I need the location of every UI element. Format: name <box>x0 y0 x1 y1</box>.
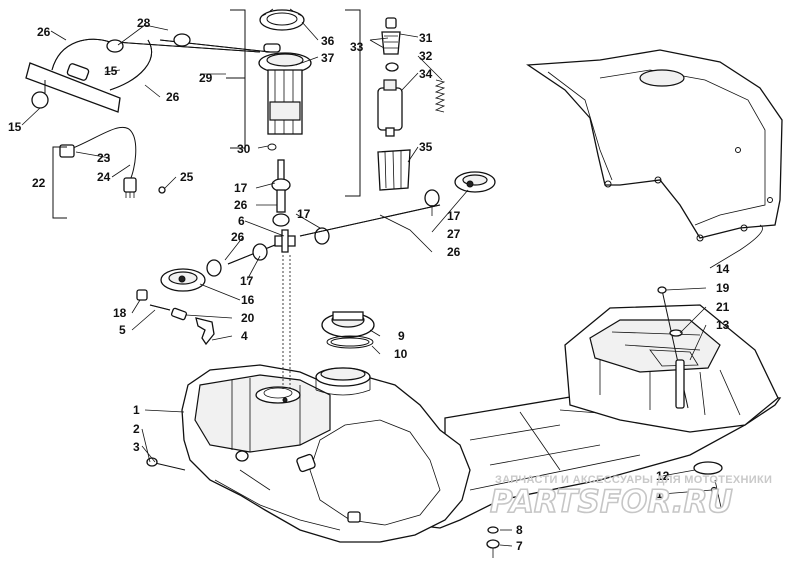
label-3: 3 <box>133 440 140 454</box>
label-20: 20 <box>241 311 255 325</box>
fuel-tank <box>181 304 782 543</box>
label-19: 19 <box>716 281 730 295</box>
label-24: 24 <box>97 170 111 184</box>
label-9: 9 <box>398 329 405 343</box>
label-15: 15 <box>104 64 118 78</box>
label-31: 31 <box>419 31 433 45</box>
label-11: 11 <box>656 487 669 501</box>
seat-cover <box>526 49 783 242</box>
label-21: 21 <box>716 300 730 314</box>
label-15: 15 <box>8 120 22 134</box>
label-26: 26 <box>234 198 248 212</box>
label-36: 36 <box>321 34 335 48</box>
fuel-pump-assembly <box>258 8 312 151</box>
label-7: 7 <box>516 539 523 553</box>
label-17: 17 <box>297 207 311 221</box>
label-32: 32 <box>419 49 433 63</box>
label-16: 16 <box>241 293 255 307</box>
label-26: 26 <box>231 230 245 244</box>
part-labels: 26 28 15 15 26 29 36 37 31 33 32 34 35 3… <box>8 16 730 553</box>
label-14: 14 <box>716 262 730 276</box>
label-18: 18 <box>113 306 127 320</box>
label-30: 30 <box>237 142 251 156</box>
label-1: 1 <box>133 403 140 417</box>
label-25: 25 <box>180 170 194 184</box>
label-12: 12 <box>656 469 670 483</box>
label-22: 22 <box>32 176 46 190</box>
label-8: 8 <box>516 523 523 537</box>
label-6: 6 <box>238 214 245 228</box>
label-33: 33 <box>350 40 364 54</box>
watermark: ЗАПЧАСТИ И АКСЕССУАРЫ ДЛЯ МОТОТЕХНИКИ PA… <box>489 474 772 521</box>
label-23: 23 <box>97 151 111 165</box>
label-2: 2 <box>133 422 140 436</box>
watermark-text: ЗАПЧАСТИ И АКСЕССУАРЫ ДЛЯ МОТОТЕХНИКИ <box>495 474 772 486</box>
label-5: 5 <box>119 323 126 337</box>
label-35: 35 <box>419 140 433 154</box>
label-26: 26 <box>447 245 461 259</box>
label-17: 17 <box>447 209 461 223</box>
label-29: 29 <box>199 71 213 85</box>
label-4: 4 <box>241 329 248 343</box>
label-13: 13 <box>716 318 730 332</box>
watermark-logo: PARTSFOR.RU <box>490 484 733 520</box>
label-17: 17 <box>240 274 254 288</box>
fuel-lines <box>25 33 723 558</box>
leader-lines <box>21 21 763 547</box>
label-28: 28 <box>137 16 151 30</box>
label-34: 34 <box>419 67 433 81</box>
label-26: 26 <box>37 25 51 39</box>
label-17: 17 <box>234 181 248 195</box>
label-10: 10 <box>394 347 408 361</box>
label-26: 26 <box>166 90 180 104</box>
label-37: 37 <box>321 51 335 65</box>
label-27: 27 <box>447 227 461 241</box>
fuel-pump-motor <box>345 9 446 197</box>
